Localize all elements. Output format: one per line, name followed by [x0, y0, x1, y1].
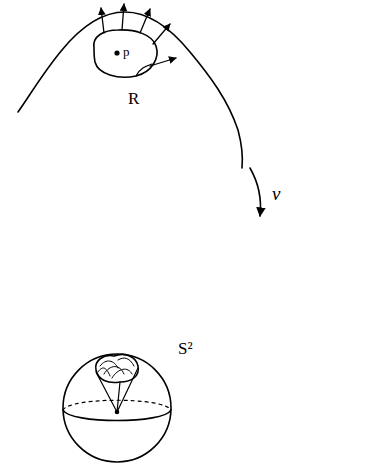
patch-hatching — [98, 358, 134, 378]
region-patch — [94, 30, 157, 77]
surface-curve — [18, 12, 242, 168]
sphere-label: S² — [178, 340, 193, 357]
map-arrow — [250, 168, 261, 216]
sphere-centre — [116, 411, 119, 414]
region-label: R — [128, 90, 139, 107]
cone-lines — [96, 368, 138, 412]
normal-vectors — [101, 4, 176, 76]
point-p — [115, 51, 119, 55]
equator-front — [63, 410, 171, 421]
point-label: p — [123, 45, 130, 58]
map-label: ν — [272, 184, 280, 203]
image-patch — [96, 354, 139, 382]
sphere — [63, 354, 171, 462]
